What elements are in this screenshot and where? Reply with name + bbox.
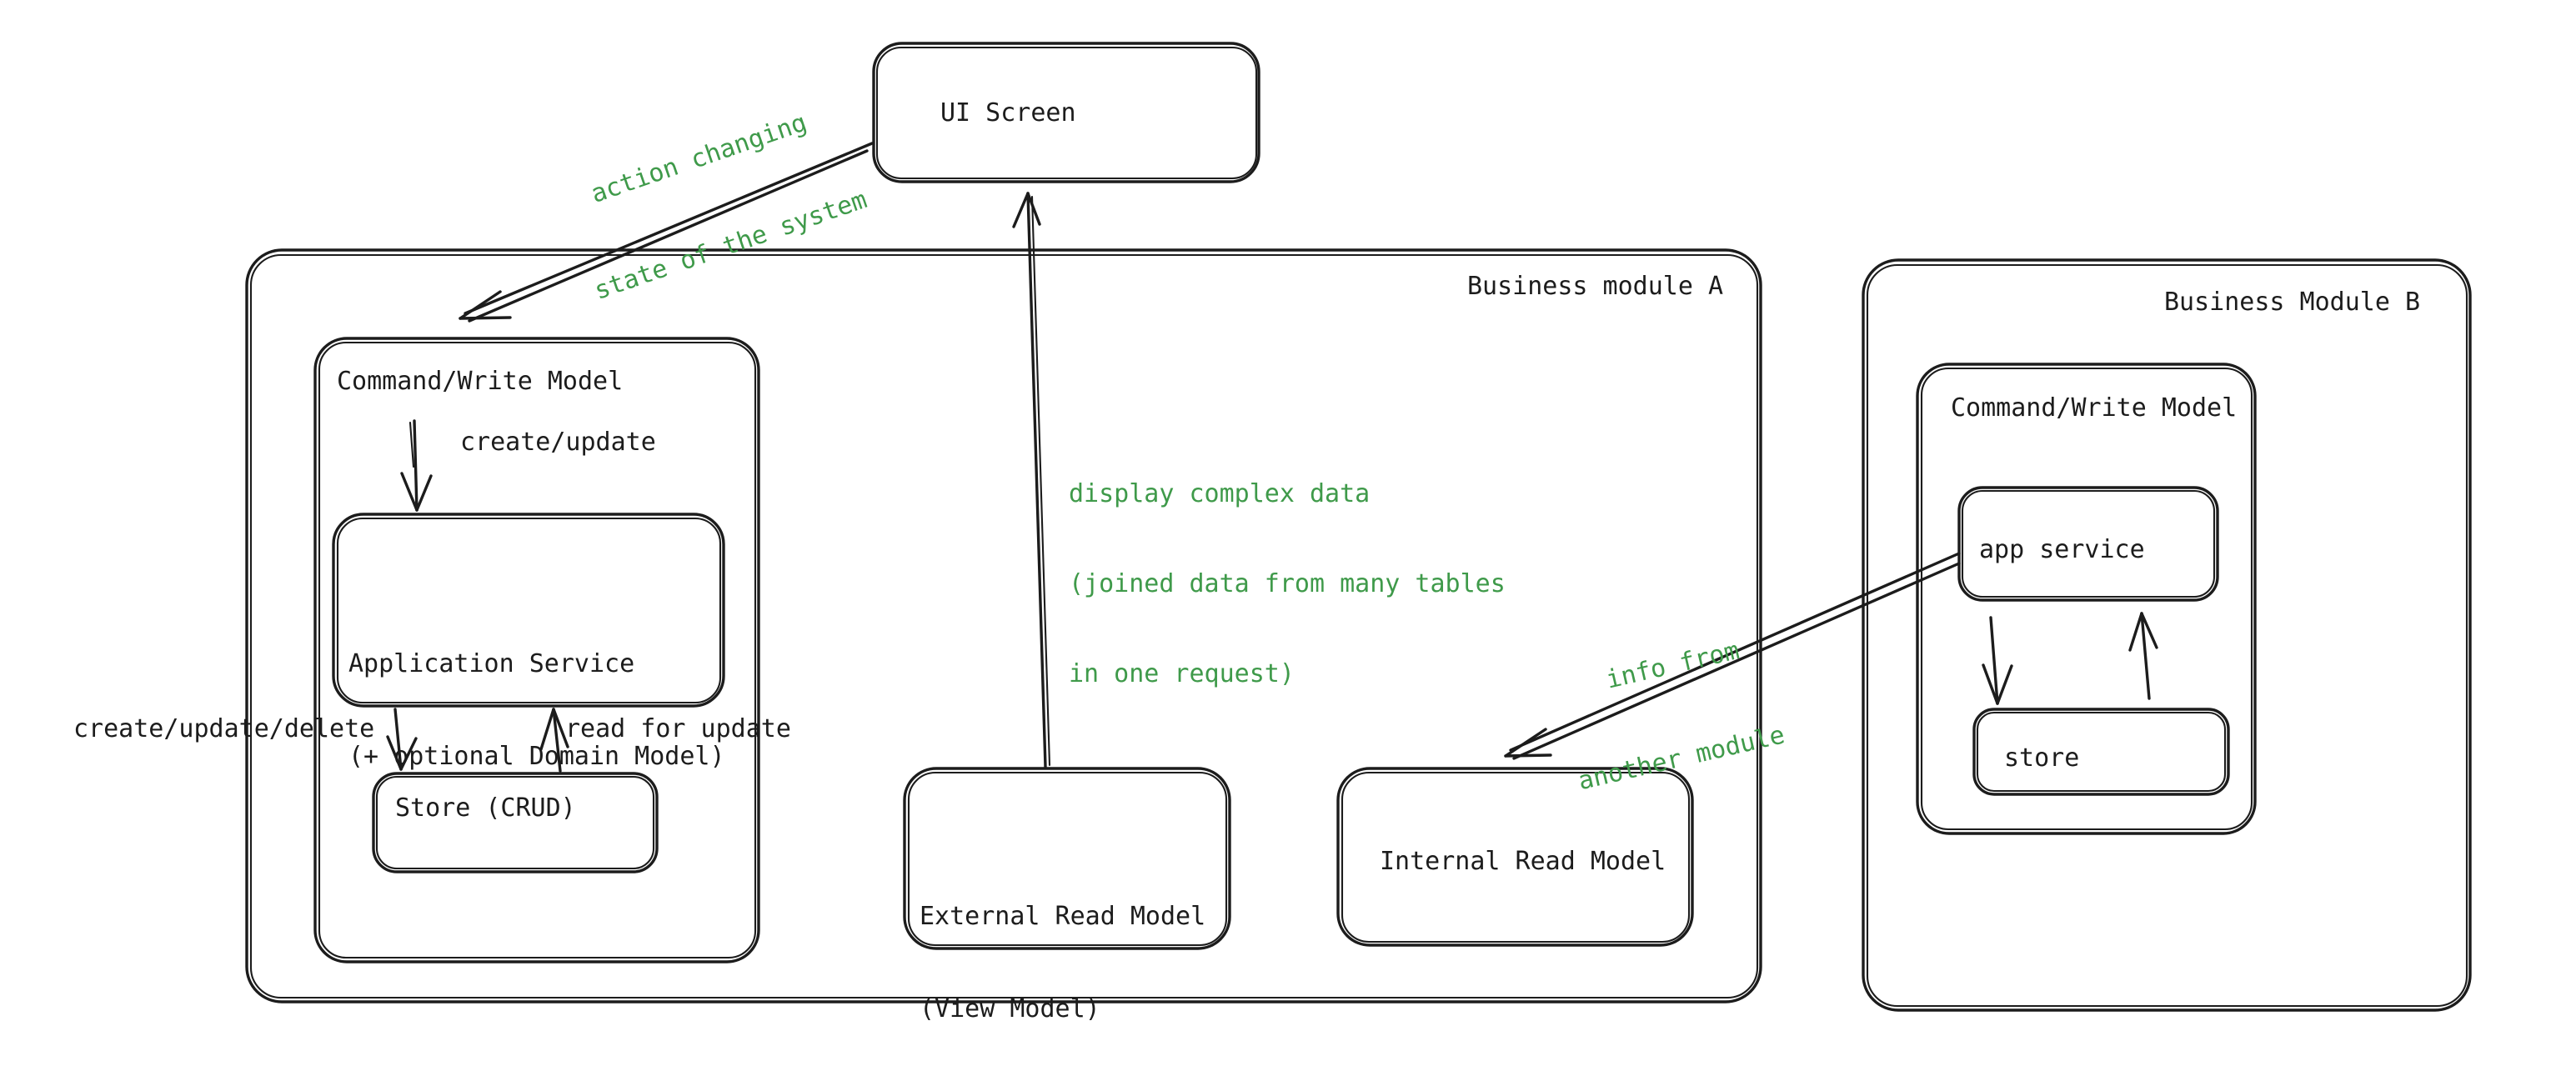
app-service-box	[1957, 486, 2219, 602]
annotation-info-from-line1: info from	[1603, 636, 1742, 695]
command-write-model-a-label: Command/Write Model	[337, 367, 624, 396]
application-service-label-line1: Application Service	[348, 649, 635, 678]
application-service-label: Application Service (+ optional Domain M…	[348, 587, 725, 833]
annotation-display-complex-data-line3: in one request)	[1069, 659, 1295, 688]
internal-read-model-label: Internal Read Model	[1380, 847, 1666, 876]
create-update-label: create/update	[460, 428, 656, 457]
read-for-update-label: read for update	[565, 714, 791, 743]
arrow-ui-to-command-write-model	[459, 142, 874, 323]
external-read-model-label: External Read Model (View Model)	[920, 839, 1205, 1086]
store-b-label: store	[2004, 743, 2080, 773]
arrow-app-service-b-to-store-b	[1982, 616, 2013, 705]
store-crud-box	[372, 772, 659, 873]
arrow-app-service-b-to-internal-read-model	[1504, 552, 1961, 760]
business-module-b-label: Business Module B	[2164, 288, 2421, 317]
business-module-b-box	[1862, 258, 2472, 1012]
command-write-model-a-box	[313, 337, 760, 963]
external-read-model-box	[903, 767, 1231, 950]
architecture-diagram: UI Screen Business module A Command/Writ…	[73, 42, 2472, 1023]
external-read-model-label-line1: External Read Model	[920, 902, 1206, 931]
application-service-box	[332, 513, 725, 708]
annotation-info-from-line2: another module	[1575, 720, 1788, 797]
annotation-display-complex-data-line2: (joined data from many tables	[1069, 569, 1506, 598]
ui-screen-box	[872, 42, 1260, 183]
create-update-delete-label: create/update/delete	[73, 714, 375, 743]
app-service-label: app service	[1979, 535, 2145, 564]
store-b-box	[1972, 708, 2230, 796]
annotation-action-changing-line1: action changing	[587, 108, 811, 209]
command-write-model-b-label: Command/Write Model	[1951, 393, 2238, 423]
application-service-label-line2: (+ optional Domain Model)	[348, 742, 725, 771]
ui-screen-label: UI Screen	[940, 98, 1076, 128]
store-crud-label: Store (CRUD)	[395, 793, 576, 823]
arrow-app-service-to-store	[386, 708, 418, 771]
annotation-display-complex-data-line1: display complex data	[1069, 479, 1371, 508]
arrow-store-b-to-app-service-b	[2128, 612, 2158, 700]
internal-read-model-box	[1336, 767, 1694, 947]
command-write-model-b-box	[1916, 363, 2257, 835]
arrow-store-to-app-service	[539, 708, 569, 773]
annotation-action-changing-line2: state of the system	[590, 185, 871, 306]
business-module-a-box	[245, 248, 1762, 1003]
arrow-create-update	[400, 419, 433, 512]
business-module-a-label: Business module A	[1467, 272, 1724, 301]
annotation-display-complex-data: display complex data (joined data from m…	[1069, 419, 1506, 749]
external-read-model-label-line2: (View Model)	[920, 994, 1100, 1023]
diagram-shapes	[245, 42, 2472, 1012]
arrow-external-read-model-to-ui	[1012, 192, 1051, 768]
